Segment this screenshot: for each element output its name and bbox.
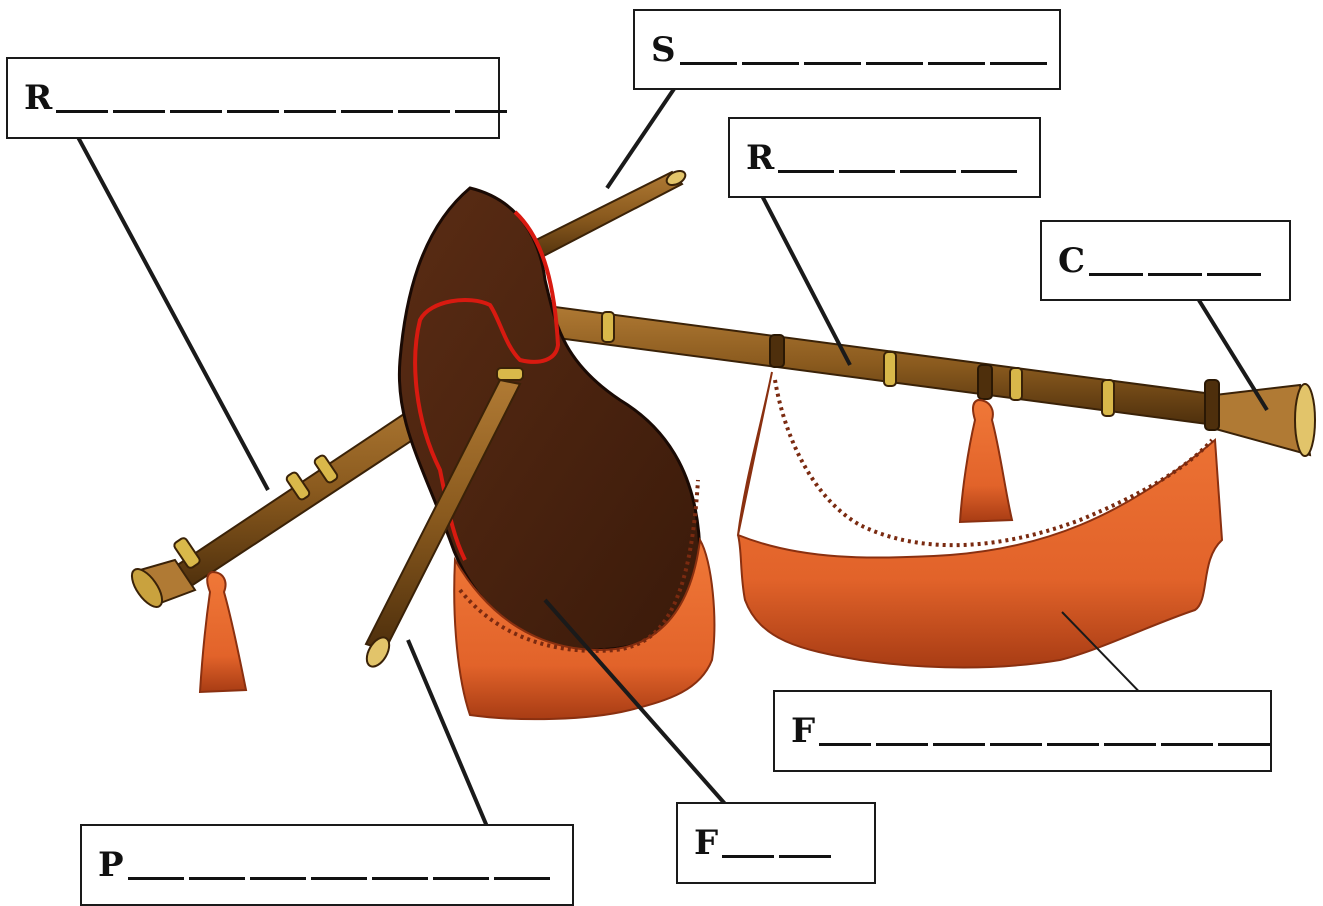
answer-blank	[494, 853, 550, 880]
answer-blank	[742, 38, 799, 65]
answer-blank	[1047, 719, 1099, 746]
answer-blank	[839, 146, 895, 173]
answer-blanks	[1089, 246, 1266, 276]
label-box-r2[interactable]: R	[728, 117, 1041, 198]
answer-blank	[680, 38, 737, 65]
label-box-c[interactable]: C	[1040, 220, 1291, 301]
drone-tassel	[960, 400, 1012, 522]
answer-blank	[311, 853, 367, 880]
answer-blank	[1218, 719, 1270, 746]
blowpipe	[520, 168, 688, 262]
answer-blank	[779, 831, 831, 858]
label-box-s[interactable]: S	[633, 9, 1061, 90]
bag	[399, 188, 700, 650]
answer-blank	[250, 853, 306, 880]
label-box-p[interactable]: P	[80, 824, 574, 906]
label-letter: F	[791, 714, 815, 748]
answer-blank	[961, 146, 1017, 173]
answer-blanks	[680, 35, 1052, 65]
answer-blank	[933, 719, 985, 746]
answer-blanks	[128, 850, 555, 880]
answer-blank	[819, 719, 871, 746]
label-letter: C	[1058, 244, 1085, 278]
label-letter: R	[746, 141, 774, 175]
label-box-f1[interactable]: F	[773, 690, 1272, 772]
answer-blank	[990, 719, 1042, 746]
label-box-r1[interactable]: R	[6, 57, 500, 139]
answer-blank	[990, 38, 1047, 65]
answer-blank	[876, 719, 928, 746]
answer-blank	[1161, 719, 1213, 746]
answer-blank	[433, 853, 489, 880]
answer-blank	[1148, 249, 1202, 276]
answer-blank	[227, 86, 279, 113]
answer-blank	[1207, 249, 1261, 276]
answer-blank	[928, 38, 985, 65]
answer-blank	[722, 831, 774, 858]
answer-blanks	[56, 83, 512, 113]
answer-blank	[866, 38, 923, 65]
answer-blank	[56, 86, 108, 113]
answer-blank	[804, 38, 861, 65]
label-letter: P	[98, 848, 124, 882]
label-letter: S	[651, 33, 676, 67]
answer-blank	[778, 146, 834, 173]
answer-blanks	[778, 143, 1022, 173]
answer-blank	[1104, 719, 1156, 746]
answer-blank	[170, 86, 222, 113]
answer-blank	[1089, 249, 1143, 276]
answer-blank	[398, 86, 450, 113]
label-box-f2[interactable]: F	[676, 802, 876, 884]
answer-blank	[128, 853, 184, 880]
answer-blank	[113, 86, 165, 113]
leader-s	[607, 83, 678, 188]
answer-blanks	[819, 716, 1275, 746]
answer-blank	[189, 853, 245, 880]
answer-blank	[284, 86, 336, 113]
left-tassel	[200, 572, 246, 692]
answer-blanks	[722, 828, 836, 858]
answer-blank	[455, 86, 507, 113]
label-letter: R	[24, 81, 52, 115]
answer-blank	[341, 86, 393, 113]
answer-blank	[372, 853, 428, 880]
label-letter: F	[694, 826, 718, 860]
leader-r1	[72, 126, 268, 490]
answer-blank	[900, 146, 956, 173]
